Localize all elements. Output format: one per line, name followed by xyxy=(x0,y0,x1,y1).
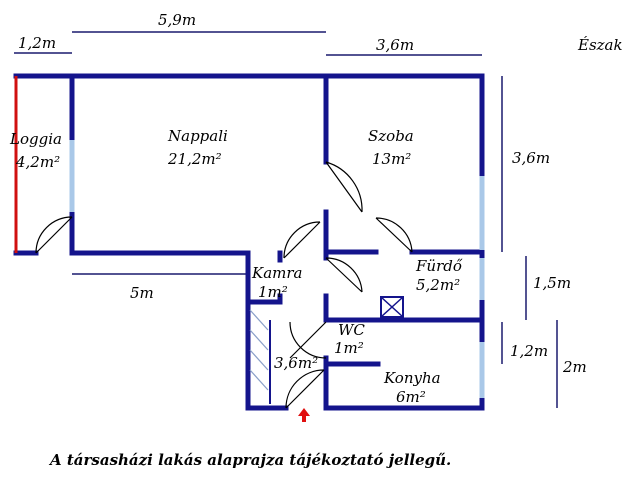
door-bedroom xyxy=(325,161,363,213)
door-wc xyxy=(289,321,327,359)
dimension-bottom-left: 5m xyxy=(130,284,154,302)
dimension-top-right: 3,6m xyxy=(376,36,414,54)
north-label: Észak xyxy=(577,36,623,54)
room-szoba-area: 13m² xyxy=(372,150,411,168)
door-loggia xyxy=(35,216,73,254)
door-bathroom xyxy=(325,257,363,293)
room-wc-name: WC xyxy=(338,321,365,339)
dimension-top-middle: 5,9m xyxy=(158,11,196,29)
pantry-hatching xyxy=(249,309,269,391)
dimension-right-bath: 1,5m xyxy=(533,274,571,292)
room-nappali-area: 21,2m² xyxy=(167,150,222,168)
dimension-right-kitchen: 1,2m xyxy=(510,342,548,360)
room-konyha-name: Konyha xyxy=(383,369,441,387)
room-kamra-name: Kamra xyxy=(251,264,303,282)
room-nappali-name: Nappali xyxy=(167,127,228,145)
door-entrance xyxy=(285,369,325,409)
dimension-top-left: 1,2m xyxy=(18,34,56,52)
door-pantry xyxy=(283,221,321,259)
room-szoba-name: Szoba xyxy=(368,127,414,145)
entrance-arrow-icon xyxy=(298,408,310,422)
room-konyha-area: 6m² xyxy=(396,388,426,406)
dimension-right-room: 3,6m xyxy=(512,149,550,167)
room-furdo-area: 5,2m² xyxy=(416,276,460,294)
dimension-right-total: 2m xyxy=(562,358,587,376)
ventilation-shaft-icon xyxy=(380,296,404,318)
room-kamra-area: 1m² xyxy=(258,283,288,301)
plan-caption: A társasházi lakás alaprajza tájékoztató… xyxy=(48,451,451,469)
room-furdo-name: Fürdő xyxy=(415,257,463,275)
room-loggia-name: Loggia xyxy=(9,130,62,148)
room-wc-area: 1m² xyxy=(334,339,364,357)
door-bathroom-from-bedroom xyxy=(375,217,413,253)
room-loggia-area: 4,2m² xyxy=(15,153,60,171)
room-hall-area: 3,6m² xyxy=(274,354,318,372)
